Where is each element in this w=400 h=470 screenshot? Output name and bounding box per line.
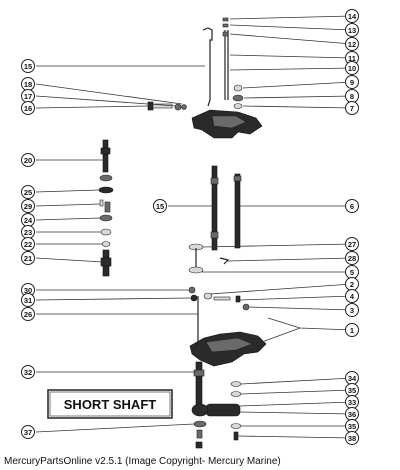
svg-text:15: 15 bbox=[156, 202, 164, 211]
middle-linkage-parts bbox=[188, 243, 250, 346]
svg-text:28: 28 bbox=[348, 254, 356, 263]
short-shaft-text: SHORT SHAFT bbox=[64, 397, 157, 412]
svg-text:14: 14 bbox=[348, 12, 357, 21]
center-shaft bbox=[210, 165, 219, 251]
svg-text:35: 35 bbox=[348, 422, 356, 431]
svg-text:3: 3 bbox=[350, 306, 354, 315]
svg-text:2: 2 bbox=[350, 280, 354, 289]
svg-text:37: 37 bbox=[24, 428, 32, 437]
callout-23: 23 bbox=[21, 225, 35, 239]
callout-20: 20 bbox=[21, 153, 35, 167]
callout-17: 17 bbox=[21, 89, 35, 103]
callout-18: 18 bbox=[21, 77, 35, 91]
svg-text:36: 36 bbox=[348, 410, 356, 419]
svg-text:15: 15 bbox=[24, 62, 32, 71]
callout-32: 32 bbox=[21, 365, 35, 379]
callout-27: 27 bbox=[345, 237, 359, 251]
svg-text:24: 24 bbox=[24, 216, 33, 225]
upper-bracket bbox=[191, 109, 263, 139]
callout-3: 3 bbox=[345, 303, 359, 317]
callout-16: 16 bbox=[21, 101, 35, 115]
callout-5: 5 bbox=[345, 265, 359, 279]
svg-text:17: 17 bbox=[24, 92, 32, 101]
callout-35-upper: 35 bbox=[345, 383, 359, 397]
upper-shift-rods bbox=[202, 17, 229, 107]
svg-text:1: 1 bbox=[350, 326, 354, 335]
svg-text:16: 16 bbox=[24, 104, 32, 113]
left-lower-shaft bbox=[100, 249, 112, 277]
callout-26: 26 bbox=[21, 307, 35, 321]
callout-8: 8 bbox=[345, 89, 359, 103]
copyright-caption: MercuryPartsOnline v2.5.1 (Image Copyrig… bbox=[4, 456, 281, 467]
svg-text:27: 27 bbox=[348, 240, 356, 249]
leader-lines bbox=[35, 15, 353, 439]
svg-text:11: 11 bbox=[348, 54, 356, 63]
callout-2: 2 bbox=[345, 277, 359, 291]
short-shaft-label: SHORT SHAFT bbox=[47, 389, 173, 419]
callout-14: 14 bbox=[345, 9, 359, 23]
svg-text:12: 12 bbox=[348, 40, 356, 49]
callout-38: 38 bbox=[345, 431, 359, 445]
callout-15-upper: 15 bbox=[21, 59, 35, 73]
svg-text:4: 4 bbox=[350, 292, 355, 301]
callout-31: 31 bbox=[21, 293, 35, 307]
svg-text:23: 23 bbox=[24, 228, 32, 237]
callout-9: 9 bbox=[345, 75, 359, 89]
callout-33: 33 bbox=[345, 395, 359, 409]
svg-text:13: 13 bbox=[348, 26, 356, 35]
svg-text:9: 9 bbox=[350, 78, 354, 87]
callout-4: 4 bbox=[345, 289, 359, 303]
svg-text:25: 25 bbox=[24, 188, 32, 197]
callout-34: 34 bbox=[345, 371, 359, 385]
callout-37: 37 bbox=[21, 425, 35, 439]
svg-text:6: 6 bbox=[350, 202, 354, 211]
svg-text:7: 7 bbox=[350, 104, 354, 113]
right-shaft bbox=[233, 173, 242, 249]
svg-text:5: 5 bbox=[350, 268, 354, 277]
callout-1: 1 bbox=[345, 323, 359, 337]
svg-text:38: 38 bbox=[348, 434, 356, 443]
callout-36-upper: 36 bbox=[345, 407, 359, 421]
left-upper-shaft bbox=[98, 139, 114, 247]
callout-21: 21 bbox=[21, 251, 35, 265]
svg-text:26: 26 bbox=[24, 310, 32, 319]
svg-text:32: 32 bbox=[24, 368, 32, 377]
callout-24: 24 bbox=[21, 213, 35, 227]
svg-text:10: 10 bbox=[348, 64, 356, 73]
callout-25: 25 bbox=[21, 185, 35, 199]
svg-text:34: 34 bbox=[348, 374, 357, 383]
callout-15-middle: 15 bbox=[153, 199, 167, 213]
callout-7: 7 bbox=[345, 101, 359, 115]
bolt-part-16 bbox=[147, 101, 187, 111]
callout-13: 13 bbox=[345, 23, 359, 37]
washer-stack-upper-right bbox=[232, 84, 244, 109]
svg-text:21: 21 bbox=[24, 254, 32, 263]
callout-6: 6 bbox=[345, 199, 359, 213]
lower-bracket bbox=[189, 331, 267, 367]
svg-text:33: 33 bbox=[348, 398, 356, 407]
svg-text:20: 20 bbox=[24, 156, 32, 165]
svg-text:22: 22 bbox=[24, 240, 32, 249]
svg-text:18: 18 bbox=[24, 80, 32, 89]
callout-29: 29 bbox=[21, 199, 35, 213]
callout-10: 10 bbox=[345, 61, 359, 75]
callout-22: 22 bbox=[21, 237, 35, 251]
svg-text:8: 8 bbox=[350, 92, 354, 101]
svg-text:29: 29 bbox=[24, 202, 32, 211]
svg-text:30: 30 bbox=[24, 286, 32, 295]
callout-12: 12 bbox=[345, 37, 359, 51]
callout-28: 28 bbox=[345, 251, 359, 265]
svg-text:35: 35 bbox=[348, 386, 356, 395]
callout-35-lower: 35 bbox=[345, 419, 359, 433]
svg-text:31: 31 bbox=[24, 296, 32, 305]
